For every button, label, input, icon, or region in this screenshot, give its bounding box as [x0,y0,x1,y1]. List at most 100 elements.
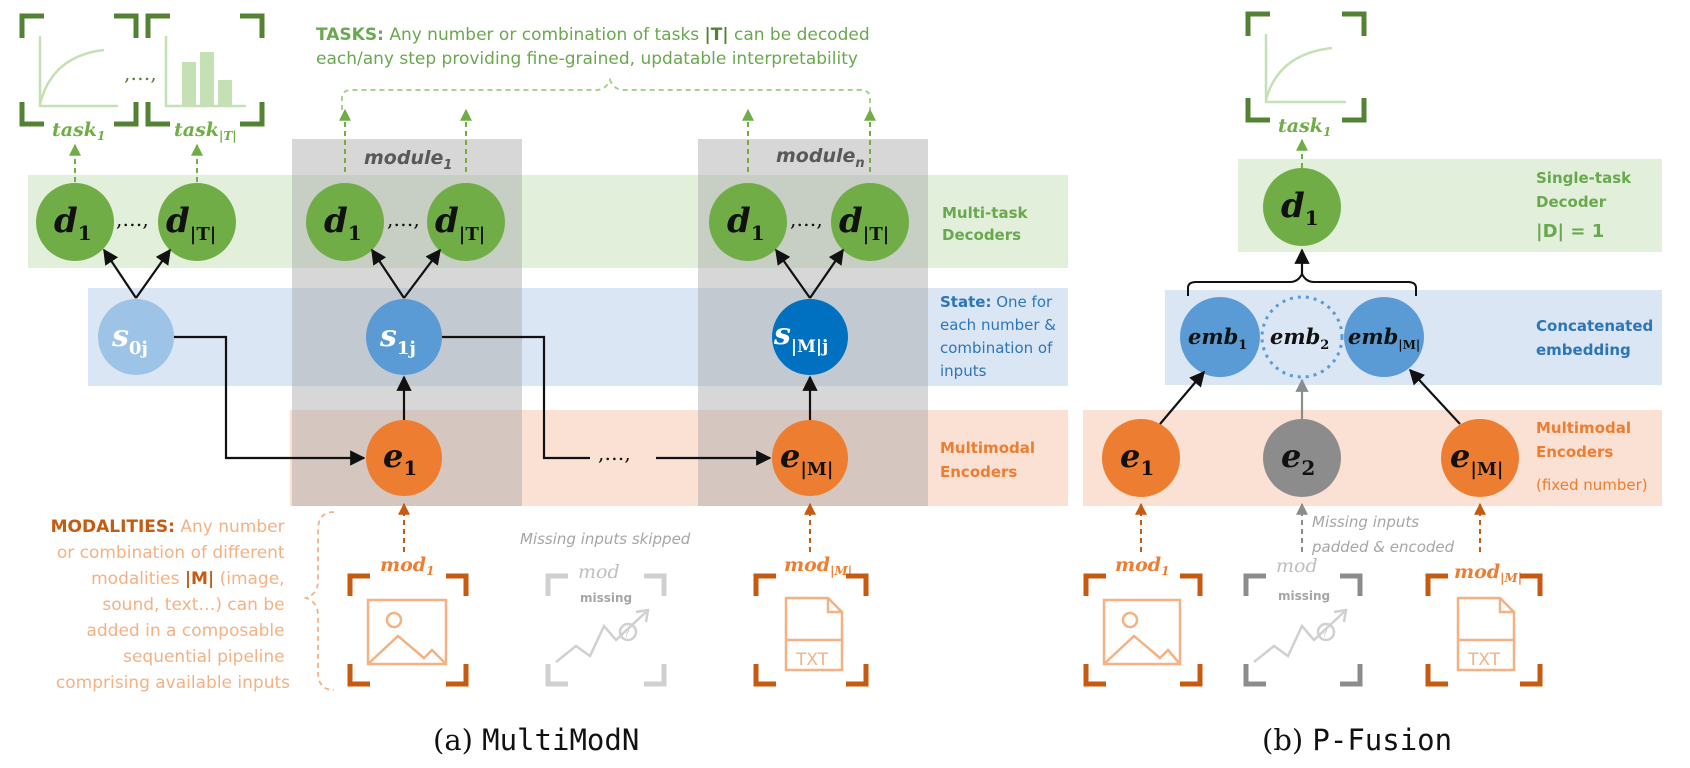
task-T-label: task|T| [174,119,237,143]
decoder-d1 [709,183,787,261]
emb-2 [1260,295,1344,379]
missing-skipped-note: Missing inputs skipped [520,530,691,548]
decoder-dT [158,183,236,261]
decoder-ellipsis: ,…, [387,207,420,231]
svg-text:d1: d1 [1281,186,1319,230]
mod-missing-b-label: mod [1276,555,1318,577]
arrow-e1-emb1 [1159,370,1205,425]
mod1-b-label: mod1 [1115,554,1169,578]
arrow-s0-d1 [103,248,137,299]
mod-missing-sub: missing [580,591,632,605]
missing-padded-note: Missing inputs padded & encoded [1311,513,1455,556]
task-1-frame [19,13,139,127]
svg-text:s1j: s1j [379,319,416,359]
tasks-brace [341,77,871,110]
state-s0j [98,299,174,375]
encoder-b-eM [1441,419,1519,497]
svg-text:s0j: s0j [111,319,148,359]
arrow-s0-e1 [174,335,366,466]
svg-text:d|T|: d|T| [435,201,485,245]
mod-missing-b-frame [1243,573,1363,687]
module-1-label: module1 [364,147,452,173]
decoder-group-1: d1 ,…, d|T| [306,183,505,261]
embedding-band-b-label: Concatenated embedding [1536,317,1658,359]
encoder-e1 [366,420,442,496]
modM-b-label: mod|M| [1454,561,1522,585]
tasks-note-line2: each/any step providing fine-grained, up… [316,49,858,69]
txt-file-icon [1456,596,1516,672]
arrow-eM-embM [1408,368,1461,425]
svg-text:?: ? [1322,627,1328,640]
image-icon [366,598,448,666]
txt-file-b-text: TXT [1467,650,1501,670]
svg-text:s|M|j: s|M|j [773,317,828,357]
svg-text:d1: d1 [727,201,765,245]
encoders-band-label: Multimodal Encoders [940,439,1040,481]
decoder-ellipsis: ,…, [116,207,149,231]
image-icon [1102,598,1182,666]
svg-text:e1: e1 [1120,437,1154,480]
curve-chart-icon [38,36,118,108]
decoder-dT [831,183,909,261]
modM-b-frame [1425,573,1543,687]
encoders-band-b-label: Multimodal Encoders (fixed number) [1536,419,1648,494]
caption-b: (b) P-Fusion [1262,723,1452,757]
modM-label: mod|M| [784,554,852,578]
task-1-label: task1 [52,119,105,143]
mod-missing-label: mod [578,561,620,583]
txt-file-icon [784,596,844,672]
arrow-sM-d1 [775,248,811,299]
decoder-ellipsis: ,…, [790,207,823,231]
emb-M [1344,297,1424,377]
encoder-b-e1 [1102,419,1180,497]
missing-chart-icon: ? [1253,608,1348,663]
mod1-label: mod1 [380,554,434,578]
mod-missing-b-sub: missing [1278,589,1330,603]
svg-text:d|T|: d|T| [839,201,889,245]
decoder-d1 [306,183,384,261]
modalities-brace [303,511,335,691]
arrow-s0-dT [135,248,171,299]
task-T-frame [145,13,265,127]
encoder-b-e2 [1263,419,1341,497]
svg-text:e|M|: e|M| [1450,437,1503,480]
svg-text:e|M|: e|M| [780,437,833,480]
decoders-band-label: Multi-task Decoders [942,204,1033,244]
modM-frame [753,573,869,687]
caption-a: (a) MultiModN [433,723,639,757]
svg-text:e1: e1 [383,437,417,480]
mod1-b-frame [1083,573,1203,687]
svg-text:?: ? [624,627,630,640]
svg-text:emb2: emb2 [1270,324,1329,353]
task-b-frame [1245,11,1367,123]
svg-text:d|T|: d|T| [166,201,216,245]
task-ellipsis: ,…, [124,61,157,85]
svg-text:d1: d1 [324,201,362,245]
state-band [88,288,1068,386]
state-sMj [772,299,848,375]
svg-text:emb|M|: emb|M| [1348,324,1420,352]
curve-chart-icon [1264,34,1346,104]
svg-text:e2: e2 [1281,437,1315,480]
arrow-s1-chain [442,335,590,460]
svg-text:emb1: emb1 [1188,324,1247,353]
state-s1j [366,299,442,375]
bar-chart-icon [164,36,246,108]
arrow-s1-dT [403,248,441,299]
encoder-chain-ellipsis: ,…, [598,441,631,465]
state-band-label: State: One for each number & combination… [940,293,1061,380]
task-b-label: task1 [1278,115,1331,139]
module-n-label: modulen [776,145,865,171]
decoder-dT [427,183,505,261]
panel-b: task1 d1 Single-task Decoder |D| = 1 emb… [1083,11,1662,757]
mod-missing-frame [545,573,667,687]
tasks-note-line1: TASKS: Any number or combination of task… [316,25,870,45]
arrow-sM-dT [809,248,844,299]
decoder-b-d1 [1263,168,1341,246]
encoder-eM [772,420,848,496]
decoder-band-b-label: Single-task Decoder |D| = 1 [1536,169,1636,242]
decoder-group-0: d1 ,…, d|T| [36,183,236,261]
svg-text:d1: d1 [54,201,92,245]
panel-a: module1 modulen TASKS: Any number or com… [19,13,1068,757]
